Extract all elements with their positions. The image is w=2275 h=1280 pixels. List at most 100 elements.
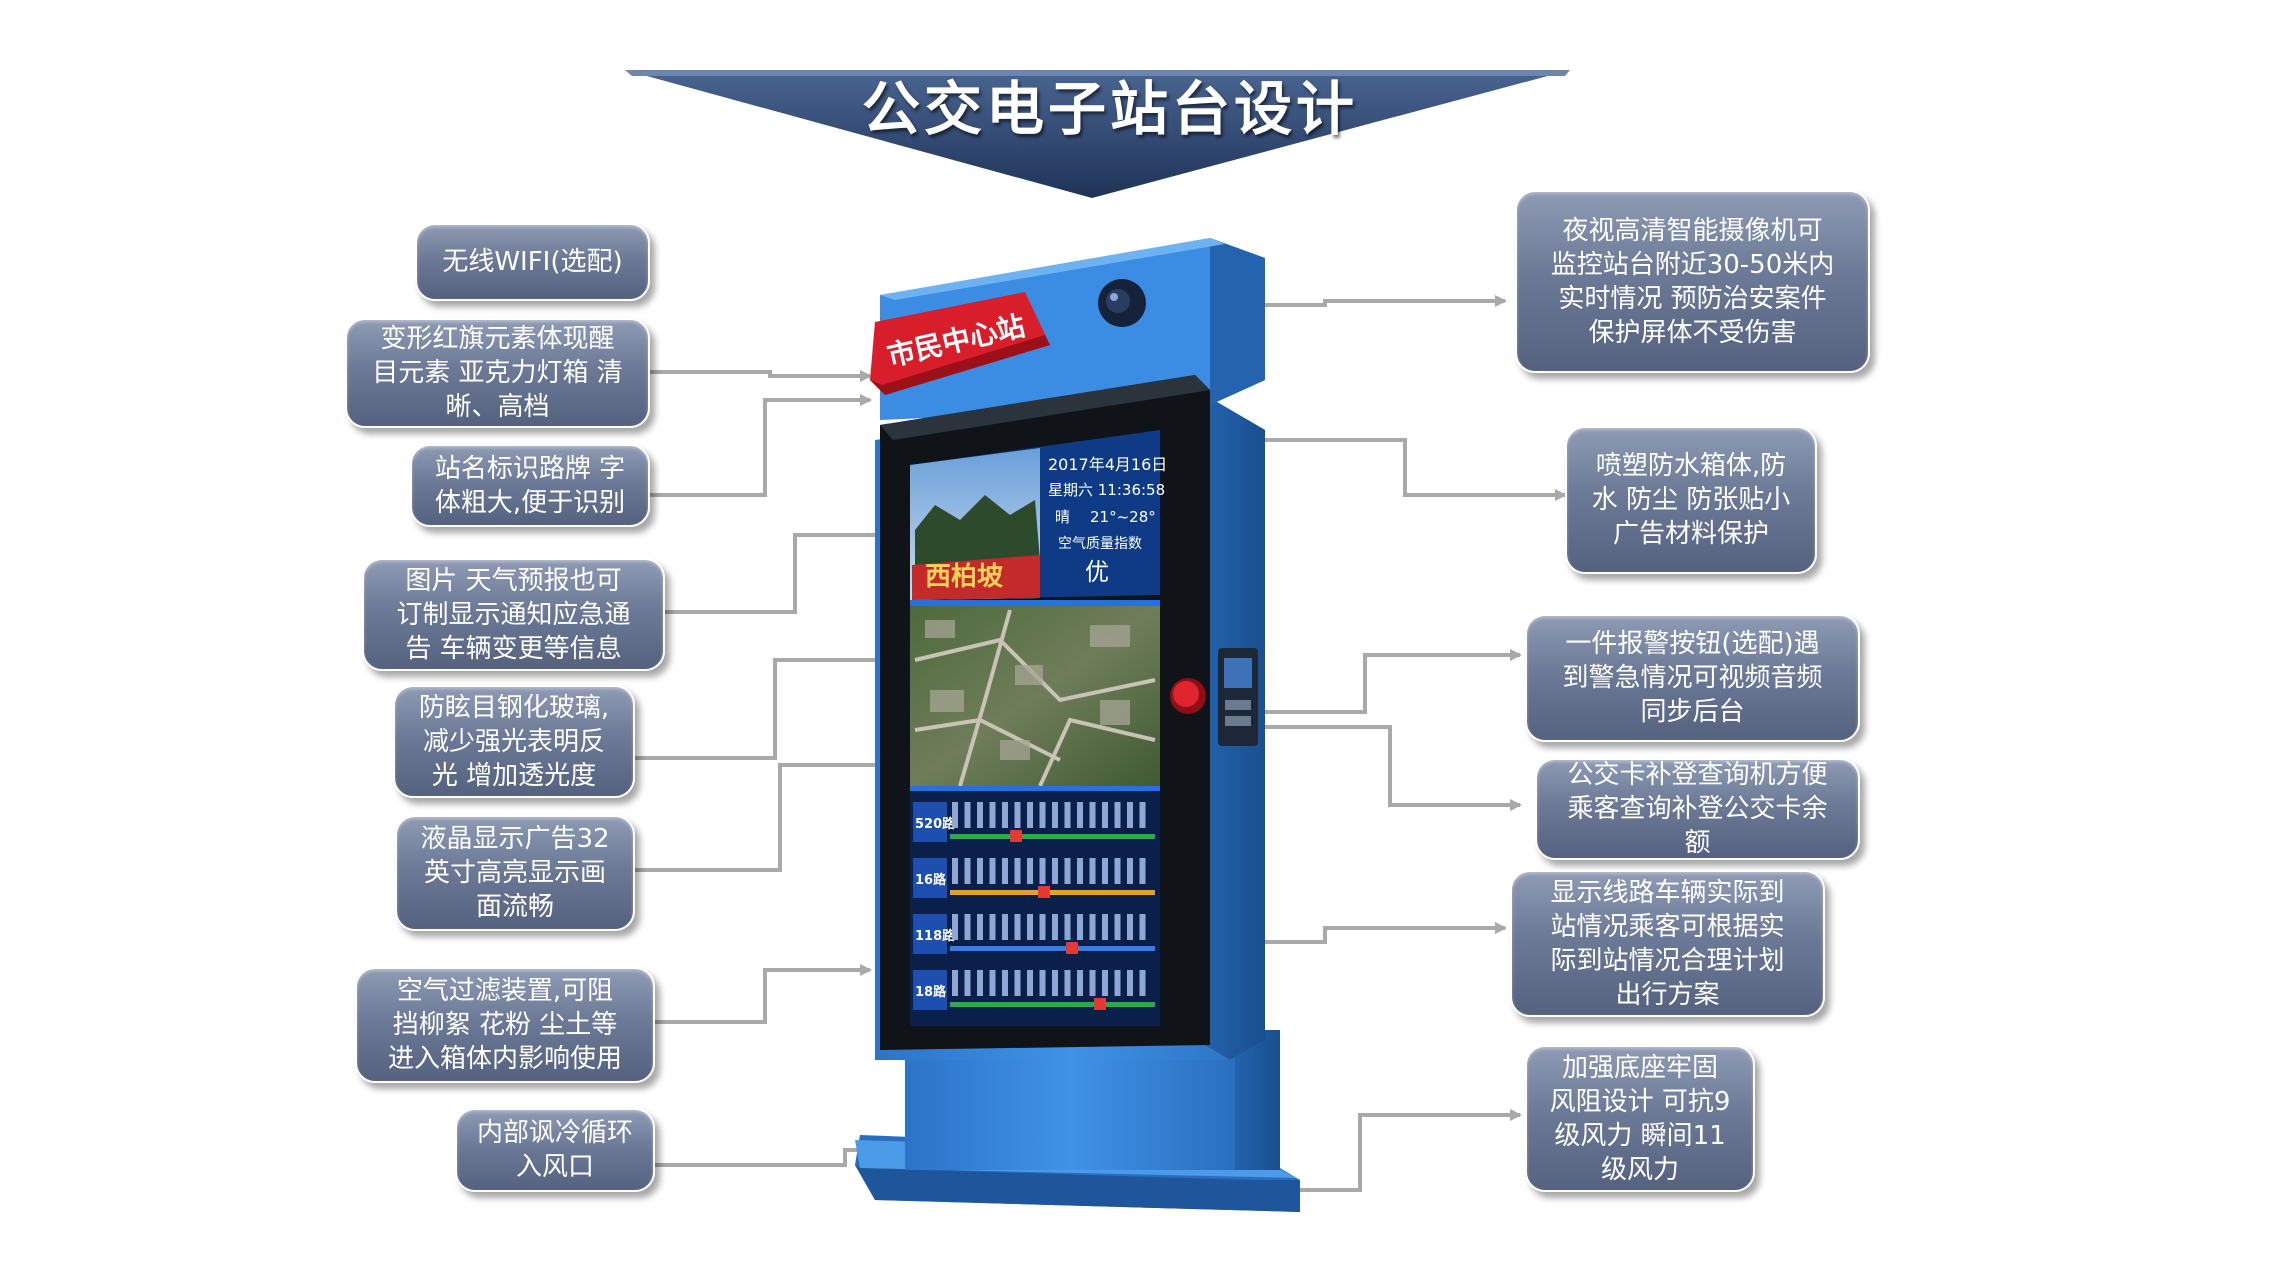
screen-temperature: 21°~28° xyxy=(1090,508,1156,526)
route-stop-label xyxy=(1114,802,1121,828)
route-stop-label xyxy=(1052,802,1058,828)
station-flag-sign: 市民中心站 xyxy=(870,292,1050,395)
route-stop-label xyxy=(1064,802,1071,828)
route-stop-label xyxy=(977,802,983,828)
callout-camera-text: 夜视高清智能摄像机可 监控站台附近30-50米内 实时情况 预防治安案件 保护屏… xyxy=(1550,215,1835,348)
alarm-button-icon xyxy=(1170,678,1206,714)
route-stop-label xyxy=(1089,914,1096,940)
connector-waterproof xyxy=(1240,438,1567,501)
callout-waterproof-text: 喷塑防水箱体,防 水 防尘 防张贴小 广告材料保护 xyxy=(1591,451,1791,549)
route-stop-label xyxy=(977,858,983,884)
route-stop-label xyxy=(1114,858,1121,884)
title-banner-highlight xyxy=(625,70,1570,76)
route-bus-marker xyxy=(1094,998,1106,1010)
route-stop-label xyxy=(989,802,996,828)
route-stop-label xyxy=(1027,802,1033,828)
screen-air-quality-label: 空气质量指数 xyxy=(1058,536,1142,552)
route-number: 16路 xyxy=(915,872,947,888)
route-stop-label xyxy=(1064,914,1071,940)
callout-waterproof: 喷塑防水箱体,防 水 防尘 防张贴小 广告材料保护 xyxy=(1565,426,1817,574)
route-line xyxy=(950,834,1155,839)
callout-image-weather-text: 图片 天气预报也可 订制显示通知应急通 告 车辆变更等信息 xyxy=(396,565,631,664)
callout-alarm: 一件报警按钮(选配)遇 到警急情况可视频音频 同步后台 xyxy=(1525,614,1860,742)
title-banner xyxy=(625,70,1570,198)
screen-date: 2017年4月16日 xyxy=(1048,455,1167,474)
route-stop-label xyxy=(1127,914,1133,940)
route-stop-label xyxy=(1052,858,1058,884)
callout-glass: 防眩目钢化玻璃, 减少强光表明反 光 增加透光度 xyxy=(393,685,635,798)
route-stop-label xyxy=(1089,802,1096,828)
connector-lcd xyxy=(635,759,927,872)
callout-air-filter-text: 空气过滤装置,可阻 挡柳絮 花粉 尘土等 进入箱体内影响使用 xyxy=(387,976,622,1074)
callout-camera: 夜视高清智能摄像机可 监控站台附近30-50米内 实时情况 预防治安案件 保护屏… xyxy=(1515,190,1870,373)
route-stop-label xyxy=(989,914,996,940)
route-badge xyxy=(913,970,947,1010)
route-stop-label xyxy=(1114,914,1121,940)
route-stop-label xyxy=(1002,914,1008,940)
connector-red-flag xyxy=(650,370,872,382)
camera-icon xyxy=(1098,279,1146,327)
route-stop-label xyxy=(1102,914,1108,940)
connector-image-weather xyxy=(665,529,917,614)
callout-wifi: 无线WIFI(选配) xyxy=(415,223,650,301)
route-stop-label xyxy=(1002,802,1008,828)
route-stop-label xyxy=(1064,858,1071,884)
route-stop-label xyxy=(1039,914,1046,940)
callout-station-sign: 站名标识路牌 字 体粗大,便于识别 xyxy=(410,444,650,527)
callout-base-text: 加强底座牢固 风阻设计 可抗9 级风力 瞬间11 级风力 xyxy=(1549,1052,1731,1185)
connector-alarm xyxy=(1190,649,1522,714)
route-stop-label xyxy=(1052,914,1058,940)
route-stop-label xyxy=(964,970,971,996)
screen-map-blocks xyxy=(925,620,1130,760)
screen-weather: 晴 xyxy=(1055,508,1070,526)
callout-station-sign-text: 站名标识路牌 字 体粗大,便于识别 xyxy=(434,453,626,518)
screen-air-quality-value: 优 xyxy=(1085,558,1109,586)
route-stop-label xyxy=(952,914,958,940)
route-stop-label xyxy=(1039,802,1046,828)
kiosk-pillar xyxy=(905,1030,1280,1170)
card-reader-terminal xyxy=(1218,648,1258,746)
callout-alarm-text: 一件报警按钮(选配)遇 到警急情况可视频音频 同步后台 xyxy=(1562,629,1823,727)
route-stop-label xyxy=(1139,914,1146,940)
callout-card-text: 公交卡补登查询机方便 乘客查询补登公交卡余 额 xyxy=(1567,760,1828,858)
page-title: 公交电子站台设计 xyxy=(861,75,1358,143)
route-stop-label xyxy=(1089,858,1096,884)
route-stop-label xyxy=(1077,802,1083,828)
route-stop-label xyxy=(1014,802,1021,828)
route-stop-label xyxy=(1039,858,1046,884)
route-stop-label xyxy=(1002,858,1008,884)
route-stop-label xyxy=(1027,914,1033,940)
route-stop-label xyxy=(1077,858,1083,884)
callout-glass-text: 防眩目钢化玻璃, 减少强光表明反 光 增加透光度 xyxy=(418,692,610,791)
route-stop-label xyxy=(977,970,983,996)
callout-wifi-text: 无线WIFI(选配) xyxy=(442,247,623,277)
route-stop-label xyxy=(1127,858,1133,884)
route-stop-label xyxy=(989,970,996,996)
callout-image-weather: 图片 天气预报也可 订制显示通知应急通 告 车辆变更等信息 xyxy=(362,558,665,671)
route-line xyxy=(950,890,1155,895)
lcd-screen: 西柏坡 2017年4月16日 星期六 11:36:58 晴 21°~28° 空气… xyxy=(910,430,1167,1026)
callout-red-flag-text: 变形红旗元素体现醒 目元素 亚克力灯箱 清 晰、高档 xyxy=(372,324,623,422)
callout-air-filter: 空气过滤装置,可阻 挡柳絮 花粉 尘土等 进入箱体内影响使用 xyxy=(355,967,655,1083)
route-stop-label xyxy=(1002,970,1008,996)
callout-arrival-text: 显示线路车辆实际到 站情况乘客可根据实 际到站情况合理计划 出行方案 xyxy=(1550,877,1785,1010)
route-stop-label xyxy=(1127,802,1133,828)
route-stop-label xyxy=(1027,970,1033,996)
route-line xyxy=(950,946,1155,951)
callout-red-flag: 变形红旗元素体现醒 目元素 亚克力灯箱 清 晰、高档 xyxy=(345,318,650,428)
screen-map-roads xyxy=(914,609,1156,787)
callout-lcd: 液晶显示广告32 英寸高亮显示画 面流畅 xyxy=(395,815,635,931)
route-stop-label xyxy=(1139,802,1146,828)
route-stop-label xyxy=(1064,970,1071,996)
connector-air-filter xyxy=(650,964,872,1024)
screen-photo-caption: 西柏坡 xyxy=(925,562,1003,592)
route-bus-marker xyxy=(1010,830,1022,842)
route-stop-label xyxy=(1039,970,1046,996)
route-stop-label xyxy=(1014,914,1021,940)
connector-card xyxy=(1240,725,1522,811)
route-stop-label xyxy=(989,858,996,884)
screen-weekday-time: 星期六 11:36:58 xyxy=(1048,481,1165,499)
route-badge xyxy=(913,914,947,954)
route-stop-label xyxy=(1102,858,1108,884)
